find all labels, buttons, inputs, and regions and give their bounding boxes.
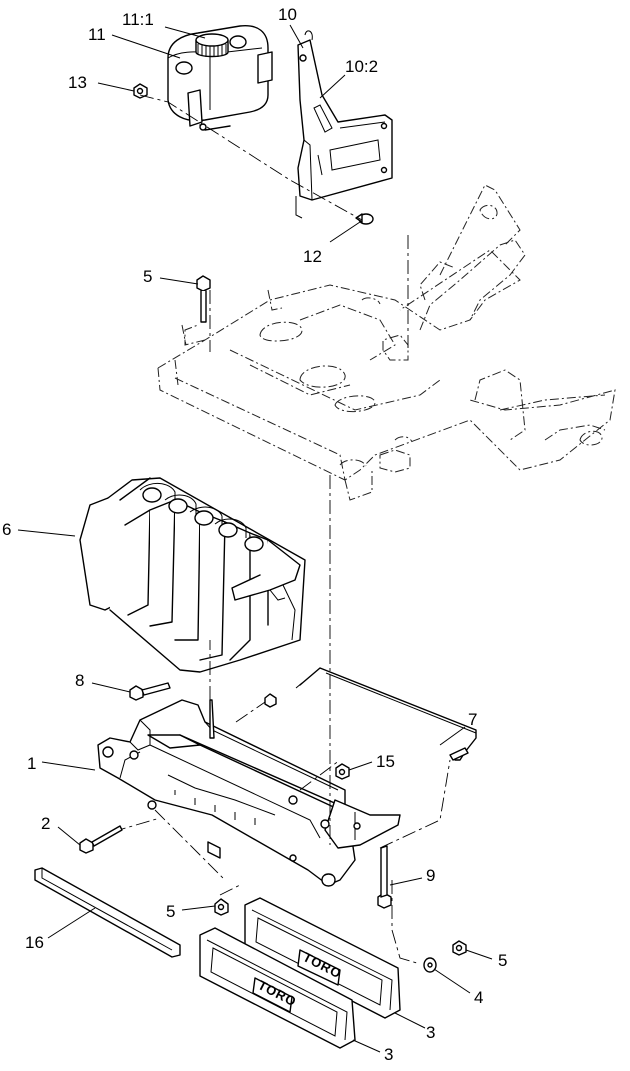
- callout-3-lower: 3: [384, 1045, 393, 1064]
- callout-12: 12: [303, 247, 322, 266]
- hidden-line-7: [154, 809, 226, 881]
- callout-3-upper: 3: [426, 1023, 435, 1042]
- hidden-line-10: [299, 759, 341, 791]
- callout-15: 15: [376, 752, 395, 771]
- bolt-2: [79, 825, 123, 854]
- callout-5-right: 5: [498, 951, 507, 970]
- hidden-line-8: [219, 884, 241, 896]
- nut-mid: [264, 693, 277, 708]
- callout-9: 9: [426, 866, 435, 885]
- mounting-bracket: [295, 30, 393, 219]
- callout-1: 1: [27, 754, 36, 773]
- hidden-line-9: [379, 759, 451, 849]
- bolt-8: [129, 682, 171, 701]
- hidden-line-6: [235, 699, 269, 723]
- frame: [157, 184, 616, 501]
- reservoir-cap: [195, 33, 229, 58]
- nut-15: [335, 763, 350, 780]
- callout-5-mid: 5: [166, 902, 175, 921]
- callout-6: 6: [2, 520, 11, 539]
- nut-5-right: [452, 940, 467, 956]
- reservoir-tank: [167, 25, 273, 131]
- retaining-rod: [295, 667, 477, 761]
- nut-5-mid: [214, 898, 229, 916]
- bolt-9: [377, 845, 392, 909]
- callout-16: 16: [25, 933, 44, 952]
- weight-hitch: [97, 699, 401, 887]
- callout-4: 4: [474, 988, 483, 1007]
- callout-11-1: 11:1: [122, 10, 154, 29]
- callout-8: 8: [75, 671, 84, 690]
- bolt-12: [355, 213, 374, 225]
- callout-labels: 11:1 10 11 10:2 13 12 5 6 8 7 1 15 2 9 5…: [2, 5, 507, 1064]
- callout-10: 10: [278, 5, 297, 24]
- callout-13: 13: [68, 73, 87, 92]
- callout-2: 2: [41, 814, 50, 833]
- weight-stack: [79, 477, 306, 673]
- leader-lines: [17, 24, 493, 1053]
- washer-4: [423, 957, 437, 973]
- callout-11: 11: [88, 25, 106, 44]
- callout-5-top: 5: [143, 267, 152, 286]
- hidden-line-12: [391, 880, 421, 965]
- callout-7: 7: [468, 710, 477, 729]
- hidden-line-4: [139, 94, 363, 221]
- nut-13: [133, 83, 148, 99]
- weight-plate-lower: TORO: [199, 927, 356, 1049]
- bolt-5-top: [196, 275, 211, 323]
- callout-10-2: 10:2: [345, 57, 378, 76]
- wear-strip: [34, 867, 181, 958]
